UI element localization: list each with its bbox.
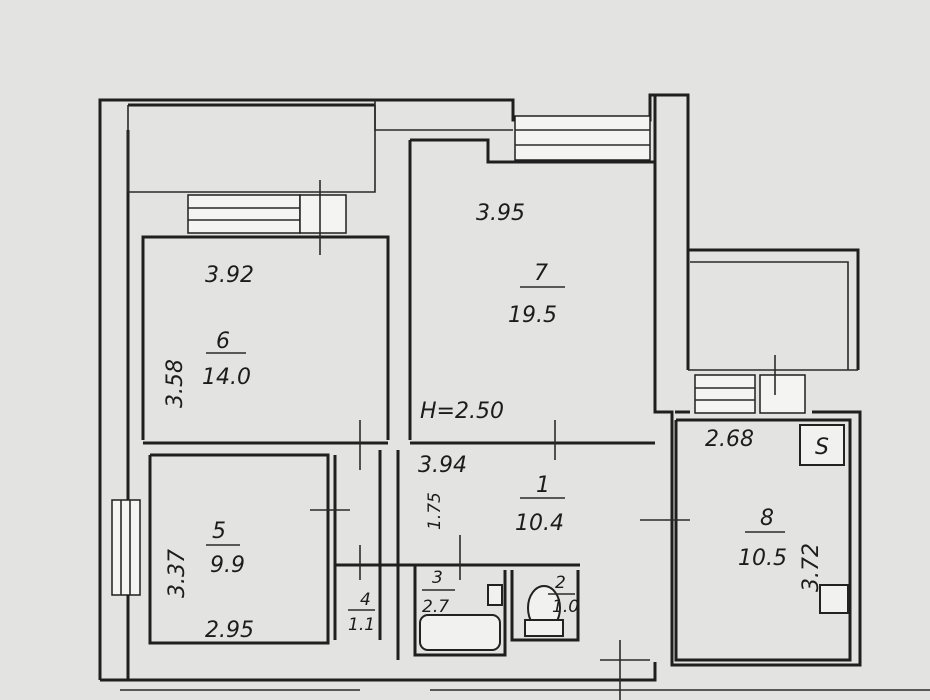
room-5-area: 9.9: [210, 553, 245, 578]
room-6-area: 14.0: [202, 365, 251, 390]
window-room-8: [694, 374, 756, 414]
room-2-number: 2: [555, 573, 566, 593]
room-7-area: 19.5: [508, 303, 557, 328]
window-room-5: [111, 499, 141, 596]
room-5-number: 5: [212, 519, 226, 544]
room-8-area: 10.5: [738, 546, 787, 571]
labels: 3.92 6 14.0 3.58 3.95 7 19.5 H=2.50 3.94…: [163, 201, 824, 643]
dim-room7-width: 3.95: [476, 201, 525, 226]
room-4-area: 1.1: [348, 615, 375, 635]
room-1-area: 10.4: [515, 511, 564, 536]
room-1-number: 1: [536, 473, 550, 498]
dim-room8-width: 2.68: [705, 427, 754, 452]
dim-room5-depth: 3.37: [165, 549, 190, 598]
dim-room8-depth: 3.72: [799, 543, 824, 592]
room-4-number: 4: [360, 590, 371, 610]
stove: [819, 584, 849, 614]
dim-room5-width: 2.95: [205, 618, 254, 643]
room-7-number: 7: [534, 261, 548, 286]
room-6-number: 6: [216, 329, 230, 354]
dim-room1-width: 3.94: [418, 453, 467, 478]
dim-room1-depth: 1.75: [425, 492, 445, 530]
s-box: [799, 424, 845, 466]
bathtub: [419, 614, 501, 651]
room-2-area: 1.0: [552, 597, 579, 617]
windows: [111, 115, 806, 596]
sink: [487, 584, 503, 606]
symbol-s: S: [815, 435, 829, 460]
ceiling-height: H=2.50: [420, 399, 504, 424]
room-3-number: 3: [432, 568, 443, 588]
interior-walls: [141, 140, 852, 662]
fixtures: S: [419, 424, 849, 651]
dim-room6-depth: 3.58: [163, 359, 188, 408]
window-room-6: [187, 194, 301, 234]
room-8-number: 8: [760, 506, 774, 531]
door-marks: [310, 180, 776, 700]
dim-room6-width: 3.92: [205, 263, 254, 288]
window-room-7: [514, 115, 651, 161]
room-3-area: 2.7: [422, 597, 449, 617]
